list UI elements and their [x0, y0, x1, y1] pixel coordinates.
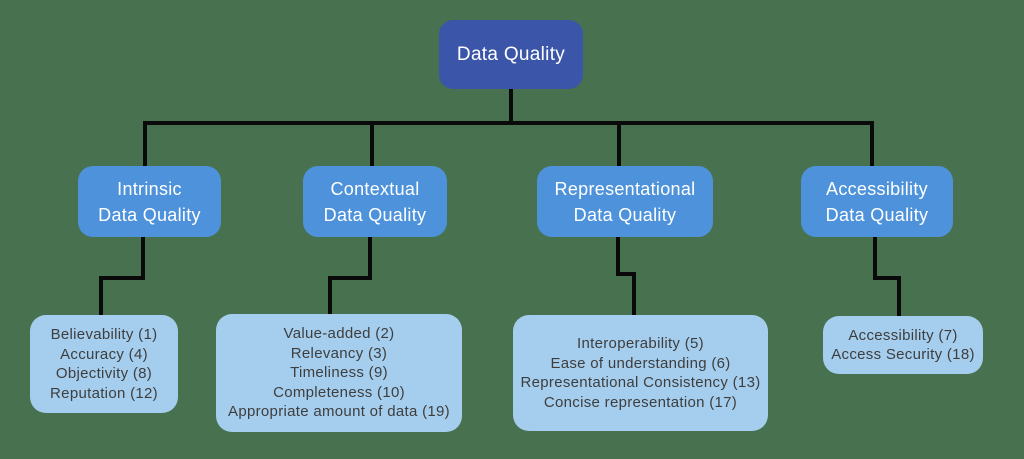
branch-label-line2: Data Quality [573, 204, 677, 225]
dimension-item: Completeness (10) [273, 383, 405, 401]
dimension-item: Interoperability (5) [577, 335, 704, 352]
branch-label-line2: Data Quality [825, 204, 929, 225]
connector-elbow-contextual [328, 236, 372, 316]
leaf-node-intrinsic-dimensions: Believability (1) Accuracy (4) Objectivi… [30, 315, 178, 413]
branch-node-accessibility: Accessibility Data Quality [801, 166, 953, 237]
branch-node-intrinsic: Intrinsic Data Quality [78, 166, 221, 237]
branch-label-line1: Representational [554, 178, 696, 199]
dimension-item: Access Security (18) [831, 346, 975, 363]
dimension-item: Appropriate amount of data (19) [228, 403, 450, 421]
branch-label-line2: Data Quality [98, 204, 201, 225]
dimension-item: Ease of understanding (6) [550, 354, 731, 372]
dimension-item: Representational Consistency (13) [520, 374, 761, 391]
branch-label-line1: Intrinsic [117, 178, 182, 199]
dimension-item: Objectivity (8) [55, 365, 153, 382]
branch-label-line2: Data Quality [323, 204, 427, 225]
dimension-item: Reputation (12) [50, 384, 158, 402]
dimension-item: Concise representation (17) [543, 393, 738, 411]
root-node-label: Data Quality [456, 43, 566, 65]
leaf-node-accessibility-dimensions: Accessibility (7) Access Security (18) [823, 316, 983, 374]
branch-label-line1: Accessibility [826, 178, 928, 199]
dimension-item: Accessibility (7) [848, 326, 958, 344]
root-node-data-quality: Data Quality [439, 20, 583, 89]
branch-label-line1: Contextual [330, 178, 420, 199]
branch-node-representational: Representational Data Quality [537, 166, 713, 237]
branch-node-contextual: Contextual Data Quality [303, 166, 447, 237]
connector-elbow-representational [616, 236, 636, 317]
dimension-item: Accuracy (4) [60, 345, 148, 363]
leaf-node-representational-dimensions: Interoperability (5) Ease of understandi… [513, 315, 768, 431]
dimension-item: Relevancy (3) [290, 344, 388, 362]
connector-rail [143, 121, 874, 166]
dimension-item: Value-added (2) [283, 325, 395, 343]
connector-elbow-accessibility [873, 236, 901, 318]
dimension-item: Timeliness (9) [290, 364, 388, 382]
connector-elbow-intrinsic [99, 236, 145, 317]
dimension-item: Believability (1) [50, 326, 158, 343]
leaf-node-contextual-dimensions: Value-added (2) Relevancy (3) Timeliness… [216, 314, 462, 432]
